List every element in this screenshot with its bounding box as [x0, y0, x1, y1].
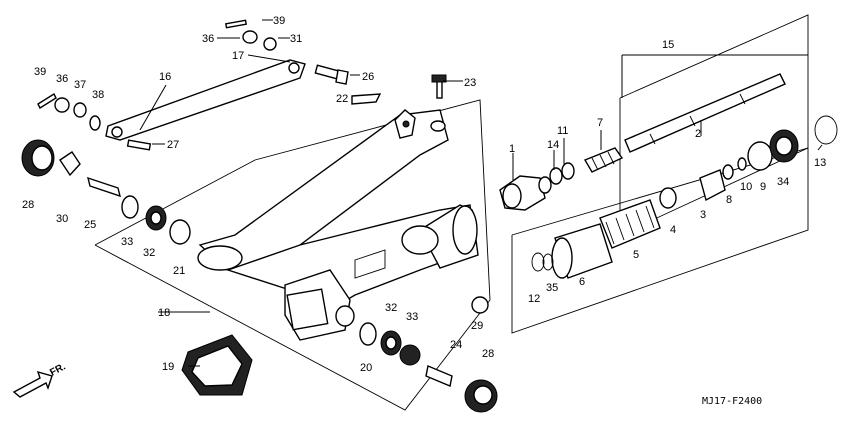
part-label: 24 [450, 339, 462, 351]
part-label: 2 [695, 128, 701, 140]
part-label: 13 [814, 157, 826, 169]
part-label: 14 [547, 139, 559, 151]
part-label: 38 [92, 89, 104, 101]
part-label: 28 [482, 348, 494, 360]
part-label: 10 [740, 181, 752, 193]
part-label: 31 [290, 33, 302, 45]
part-label: 9 [760, 181, 766, 193]
dust-boot [181, 334, 253, 396]
part-label: 25 [84, 219, 96, 231]
part-label: 36 [56, 73, 68, 85]
part-label: 1 [509, 143, 515, 155]
part-label: 8 [726, 194, 732, 206]
swingarm-body [197, 109, 479, 341]
part-label: 18 [158, 307, 170, 319]
part-label: 12 [528, 293, 540, 305]
part-label: 32 [385, 302, 397, 314]
damper-assembly [531, 199, 661, 279]
part-label: 3 [700, 209, 706, 221]
part-label: 16 [159, 71, 171, 83]
part-label: 33 [406, 311, 418, 323]
part-label: 6 [579, 276, 585, 288]
part-label: 17 [232, 50, 244, 62]
drawing-code: MJ17-F2400 [702, 396, 762, 407]
torque-link-assembly [37, 19, 447, 151]
part-label: 15 [662, 39, 674, 51]
part-label: 32 [143, 247, 155, 259]
part-label: 36 [202, 33, 214, 45]
part-label: 5 [633, 249, 639, 261]
part-label: 21 [173, 265, 185, 277]
part-label: 29 [471, 320, 483, 332]
drive-shaft-assembly [499, 73, 838, 211]
part-label: 30 [56, 213, 68, 225]
part-label: 23 [464, 77, 476, 89]
part-label: 39 [273, 15, 285, 27]
part-label: 33 [121, 236, 133, 248]
part-label: 19 [162, 361, 174, 373]
front-direction-indicator: FR. [12, 361, 68, 398]
direction-label: FR. [48, 361, 68, 378]
left-pivot-parts [21, 139, 191, 245]
part-label: 35 [546, 282, 558, 294]
leader-lines [139, 19, 823, 367]
front-arrow-icon [12, 370, 53, 398]
part-label: 20 [360, 362, 372, 374]
lower-bearing-stack [359, 296, 498, 413]
part-label: 37 [74, 79, 86, 91]
part-label: 22 [336, 93, 348, 105]
part-labels: 39 36 31 17 16 39 36 37 38 26 23 22 27 2… [22, 15, 826, 374]
part-label: 26 [362, 71, 374, 83]
part-label: 28 [22, 199, 34, 211]
part-label: 39 [34, 66, 46, 78]
part-label: 4 [670, 224, 676, 236]
part-label: 11 [557, 125, 568, 137]
part-label: 34 [777, 176, 789, 188]
part-label: 7 [597, 117, 603, 129]
part-label: 27 [167, 139, 179, 151]
